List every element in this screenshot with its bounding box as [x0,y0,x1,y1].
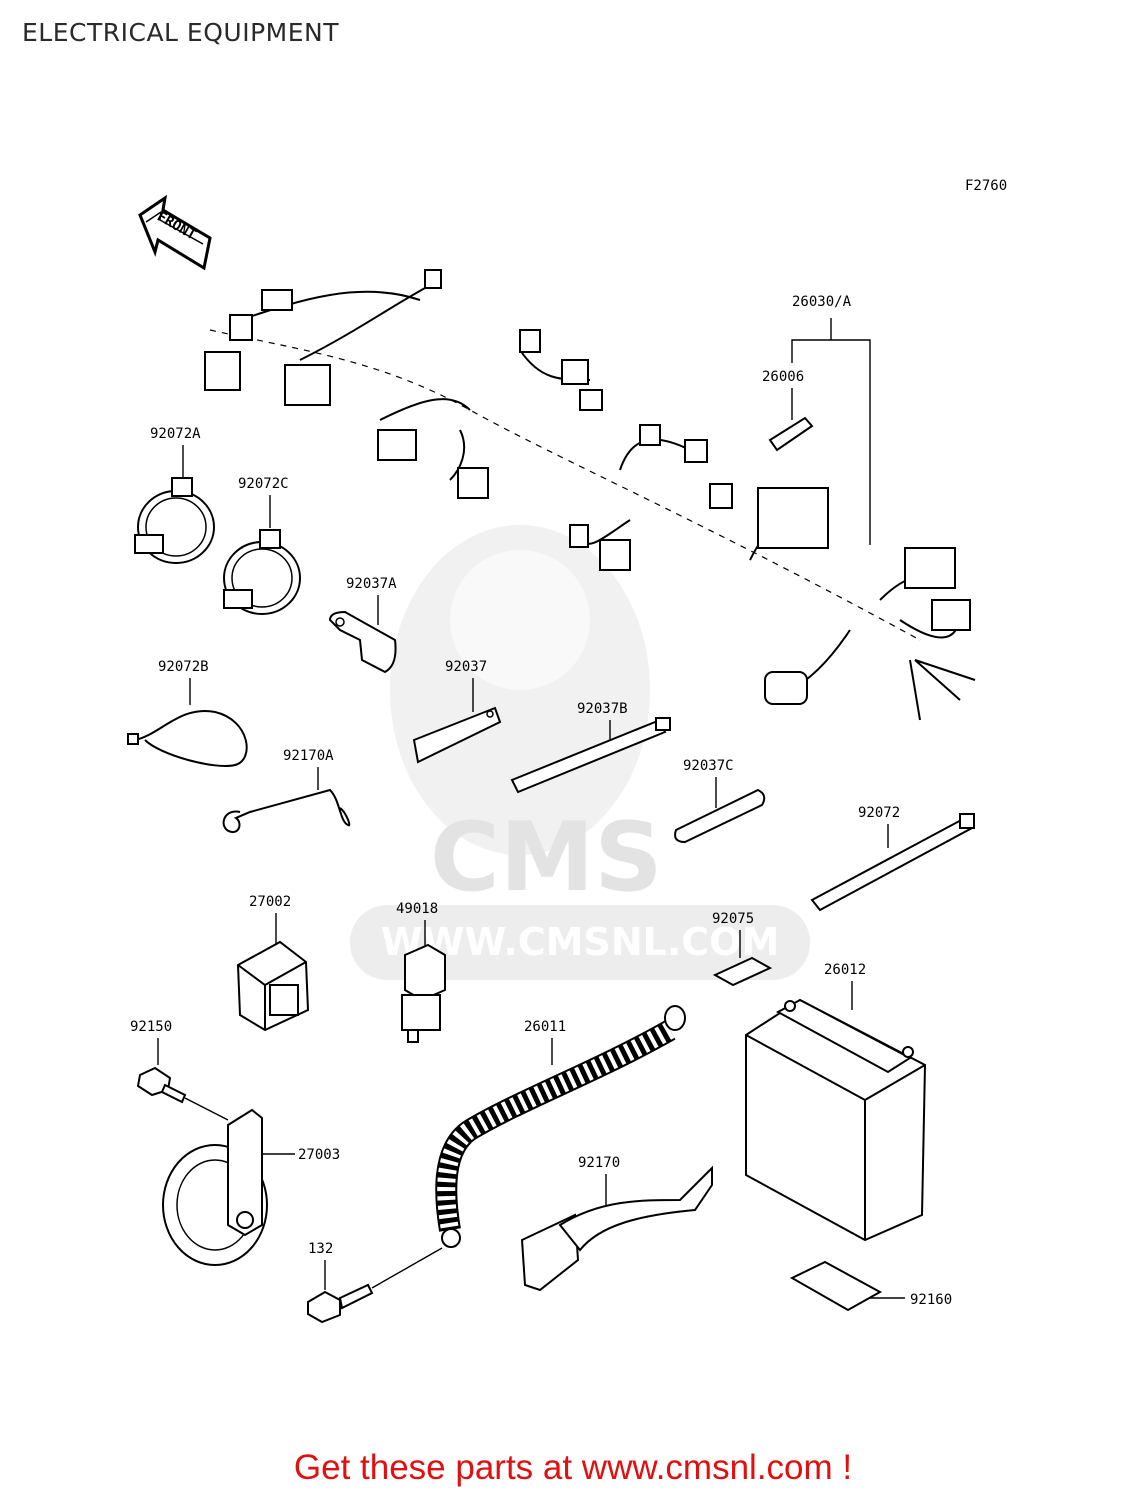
part-label-27003: 27003 [298,1147,340,1163]
footer-cta-link[interactable]: Get these parts at www.cmsnl.com ! [293,1448,853,1487]
plate-icon [412,706,502,764]
pad-icon [789,1260,883,1312]
band-icon [674,788,766,844]
watermark: CMS WWW.CMSNL.COM [350,525,810,980]
clamp-icon [223,529,301,615]
part-label-49018: 49018 [396,901,438,917]
part-label-27002: 27002 [249,894,291,910]
part-label-92160: 92160 [910,1292,952,1308]
part-label-26030a: 26030/A [792,294,852,310]
bracket-icon [520,1165,713,1292]
part-label-26011: 26011 [524,1019,566,1035]
clamp-icon [134,477,215,564]
part-label-92075: 92075 [712,911,754,927]
bolt-icon [307,1283,374,1324]
cable-tie-icon [134,709,248,767]
watermark-url: WWW.CMSNL.COM [381,920,780,964]
horn-icon [162,1108,268,1266]
part-label-92037b: 92037B [577,701,628,717]
cable-tie-icon [510,718,667,794]
part-label-92037c: 92037C [683,758,734,774]
relay-icon [236,940,310,1032]
watermark-logo: CMS [430,803,663,913]
bolt-icon [136,1066,187,1104]
part-label-26006: 26006 [762,369,804,385]
battery-cable-icon [435,1005,686,1248]
part-label-92170a: 92170A [283,748,334,764]
figure-code: F2760 [965,178,1007,194]
switch-icon [401,943,446,1043]
wiring-harness [204,269,976,721]
part-label-92150: 92150 [130,1019,172,1035]
page-title: ELECTRICAL EQUIPMENT [22,18,339,47]
pad-icon [712,956,773,987]
part-label-26012: 26012 [824,962,866,978]
part-label-92037: 92037 [445,659,487,675]
part-label-92072a: 92072A [150,426,201,442]
battery-icon [745,998,927,1242]
part-label-92072b: 92072B [158,659,209,675]
fuse-icon [768,416,814,452]
wire-clip-icon [222,788,351,834]
part-label-92170: 92170 [578,1155,620,1171]
clip-icon [328,610,397,674]
front-arrow-icon: FRONT [138,194,212,271]
part-label-92072c: 92072C [238,476,289,492]
part-label-132: 132 [308,1241,333,1257]
cable-tie-icon [810,816,974,912]
part-label-92037a: 92037A [346,576,397,592]
part-label-92072: 92072 [858,805,900,821]
